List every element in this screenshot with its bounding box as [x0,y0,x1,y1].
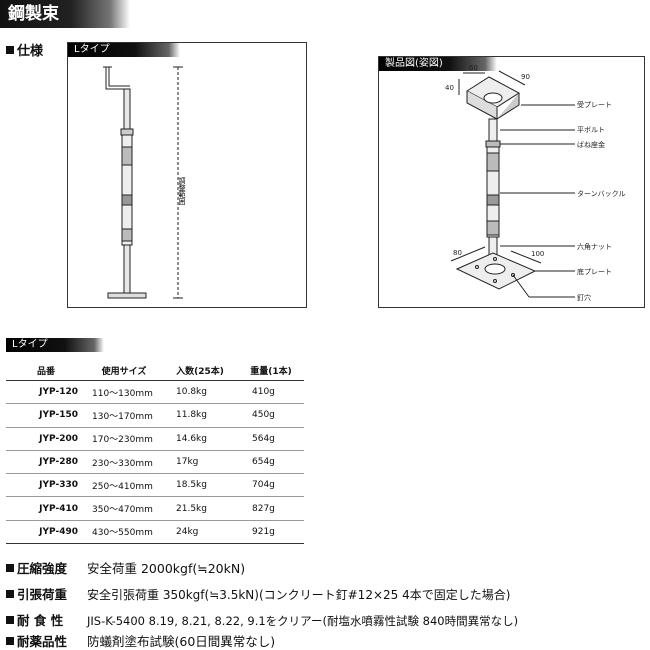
table-header-row: 品番 使用サイズ 入数(25本) 重量(1本) [6,360,304,381]
property-compressive-strength: 圧縮強度 安全荷重 2000kgf(≒20kN) [6,558,245,577]
property-chemical-resistance: 耐薬品性 防蟻剤塗布試験(60日間異常なし) [6,631,275,650]
cell-box-weight: 11.8kg [162,403,238,428]
table-row: JYP-330 250〜410mm 18.5kg 704g [6,473,304,498]
property-label: 引張荷重 [17,587,68,602]
cell-box-weight: 21.5kg [162,496,238,521]
property-value: 安全荷重 2000kgf(≒20kN) [87,561,246,576]
square-bullet-icon [6,637,14,645]
spec-section-label: 仕様 [6,40,43,59]
property-label: 耐 食 性 [17,613,64,628]
cell-unit-weight: 921g [238,520,304,545]
cell-unit-weight: 564g [238,427,304,451]
cell-size: 430〜550mm [86,520,162,545]
cell-code: JYP-280 [6,450,86,475]
callout-receiving-plate: 受プレート [577,100,612,109]
property-label: 耐薬品性 [17,634,68,649]
dim-base-width: 80 [453,249,462,257]
product-panel-title: 製品図(姿図) [379,57,497,71]
cell-box-weight: 18.5kg [162,473,238,498]
cell-unit-weight: 704g [238,473,304,498]
adjust-range-label: 調整範囲 [178,176,186,206]
product-drawing: 60 40 90 80 100 受プレート 平ボルト ばね座金 ターンバックル … [445,64,625,302]
table-row: JYP-120 110〜130mm 10.8kg 410g [6,380,304,405]
square-bullet-icon [6,46,14,54]
property-label: 圧縮強度 [17,561,68,576]
cell-size: 350〜470mm [86,496,162,521]
dim-top-height: 40 [445,84,454,92]
property-corrosion-resistance: 耐 食 性 JIS-K-5400 8.19, 8.21, 8.22, 9.1をクリ… [6,610,518,629]
cell-unit-weight: 410g [238,380,304,405]
callout-nail-hole: 釘穴 [577,293,591,302]
cell-box-weight: 24kg [162,520,238,545]
page-title: 鋼製束 [0,0,130,28]
callout-flat-bolt: 平ボルト [577,126,605,134]
cell-code: JYP-200 [6,427,86,451]
cell-code: JYP-490 [6,520,86,545]
property-tensile-load: 引張荷重 安全引張荷重 350kgf(≒3.5kN)(コンクリート釘#12×25 … [6,584,510,603]
cell-size: 110〜130mm [86,380,162,405]
cell-code: JYP-150 [6,403,86,428]
col-header-code: 品番 [6,360,86,381]
col-header-box: 入数(25本) [162,360,238,381]
property-value: JIS-K-5400 8.19, 8.21, 8.22, 9.1をクリアー(耐塩… [87,614,519,628]
square-bullet-icon [6,590,14,598]
dim-base-depth: 100 [531,250,544,258]
col-header-size: 使用サイズ [86,360,162,381]
cell-size: 170〜230mm [86,427,162,451]
cell-unit-weight: 450g [238,403,304,428]
property-value: 防蟻剤塗布試験(60日間異常なし) [87,634,276,649]
square-bullet-icon [6,616,14,624]
table-title: Lタイプ [6,338,104,352]
cell-size: 230〜330mm [86,450,162,475]
col-header-weight: 重量(1本) [238,360,304,381]
cell-box-weight: 10.8kg [162,380,238,405]
callout-base-plate: 底プレート [577,267,612,276]
l-type-drawing-panel: Lタイプ 調整範囲 [67,42,307,308]
cell-code: JYP-410 [6,496,86,521]
cell-code: JYP-330 [6,473,86,498]
cell-code: JYP-120 [6,380,86,405]
l-type-panel-title: Lタイプ [68,43,180,57]
spec-label-text: 仕様 [17,44,44,59]
table-row: JYP-200 170〜230mm 14.6kg 564g [6,427,304,451]
table-row: JYP-280 230〜330mm 17kg 654g [6,450,304,475]
dim-top-depth: 90 [521,73,530,81]
table-row: JYP-490 430〜550mm 24kg 921g [6,520,304,545]
table-row: JYP-150 130〜170mm 11.8kg 450g [6,403,304,428]
table-row: JYP-410 350〜470mm 21.5kg 827g [6,496,304,521]
spec-table: 品番 使用サイズ 入数(25本) 重量(1本) JYP-120 110〜130m… [6,360,304,545]
square-bullet-icon [6,564,14,572]
dim-top-width: 60 [469,64,478,72]
callout-turnbuckle: ターンバックル [577,189,625,198]
callout-spring-washer: ばね座金 [577,140,605,149]
cell-unit-weight: 827g [238,496,304,521]
cell-size: 130〜170mm [86,403,162,428]
cell-box-weight: 17kg [162,450,238,475]
cell-unit-weight: 654g [238,450,304,475]
property-value: 安全引張荷重 350kgf(≒3.5kN)(コンクリート釘#12×25 4本で固… [87,588,511,602]
cell-box-weight: 14.6kg [162,427,238,451]
l-type-drawing: 調整範囲 [103,66,186,299]
callout-hex-nut: 六角ナット [577,242,612,251]
product-drawing-panel: 製品図(姿図) [378,56,645,308]
cell-size: 250〜410mm [86,473,162,498]
